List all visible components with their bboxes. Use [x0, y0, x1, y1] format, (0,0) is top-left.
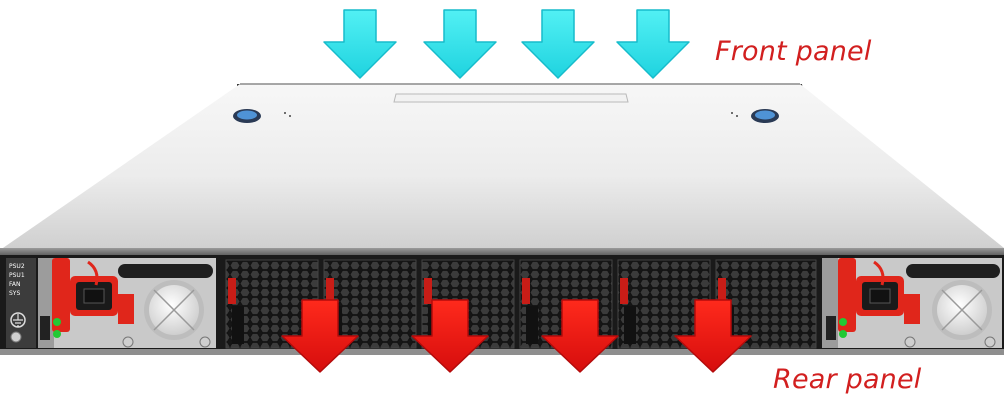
- exhaust-arrow-icon: [541, 299, 619, 373]
- rear-panel-label: Rear panel: [773, 364, 922, 395]
- chassis-top-cover: [0, 84, 1004, 250]
- svg-text:SYS: SYS: [9, 290, 20, 297]
- psu-right-latch[interactable]: [838, 258, 856, 332]
- svg-text:PSU2: PSU2: [9, 263, 25, 270]
- psu-left-latch[interactable]: [52, 258, 70, 332]
- intake-arrow-icon: [323, 9, 397, 79]
- exhaust-arrow-icon: [411, 299, 489, 373]
- psu-right: [822, 258, 1002, 348]
- psu-left-led-1: [53, 318, 61, 326]
- psu-right-led-1: [839, 318, 847, 326]
- exhaust-arrow-icon: [674, 299, 752, 373]
- intake-arrow-icon: [423, 9, 497, 79]
- psu-left-fan: [144, 280, 204, 340]
- front-panel-label: Front panel: [715, 36, 872, 67]
- power-inlet-icon: [856, 260, 904, 316]
- exhaust-arrow-icon: [281, 299, 359, 373]
- chassis-edge: [0, 248, 1004, 256]
- psu-right-fan: [932, 280, 992, 340]
- intake-arrows: [323, 9, 690, 79]
- intake-arrow-icon: [616, 9, 690, 79]
- svg-text:PSU1: PSU1: [9, 272, 25, 279]
- ground-icon: [10, 312, 26, 328]
- power-inlet-icon: [70, 260, 118, 316]
- psu-left: PSU2 PSU1 FAN SYS: [6, 258, 216, 348]
- svg-text:FAN: FAN: [9, 281, 21, 288]
- top-thumbscrew-left: [233, 109, 291, 123]
- exhaust-arrows: [281, 299, 752, 373]
- top-cover-slot: [393, 93, 629, 103]
- psu-right-led-2: [839, 330, 847, 338]
- psu-left-status-panel: [6, 258, 36, 348]
- intake-arrow-icon: [521, 9, 595, 79]
- top-thumbscrew-right: [731, 109, 779, 123]
- psu-left-led-2: [53, 330, 61, 338]
